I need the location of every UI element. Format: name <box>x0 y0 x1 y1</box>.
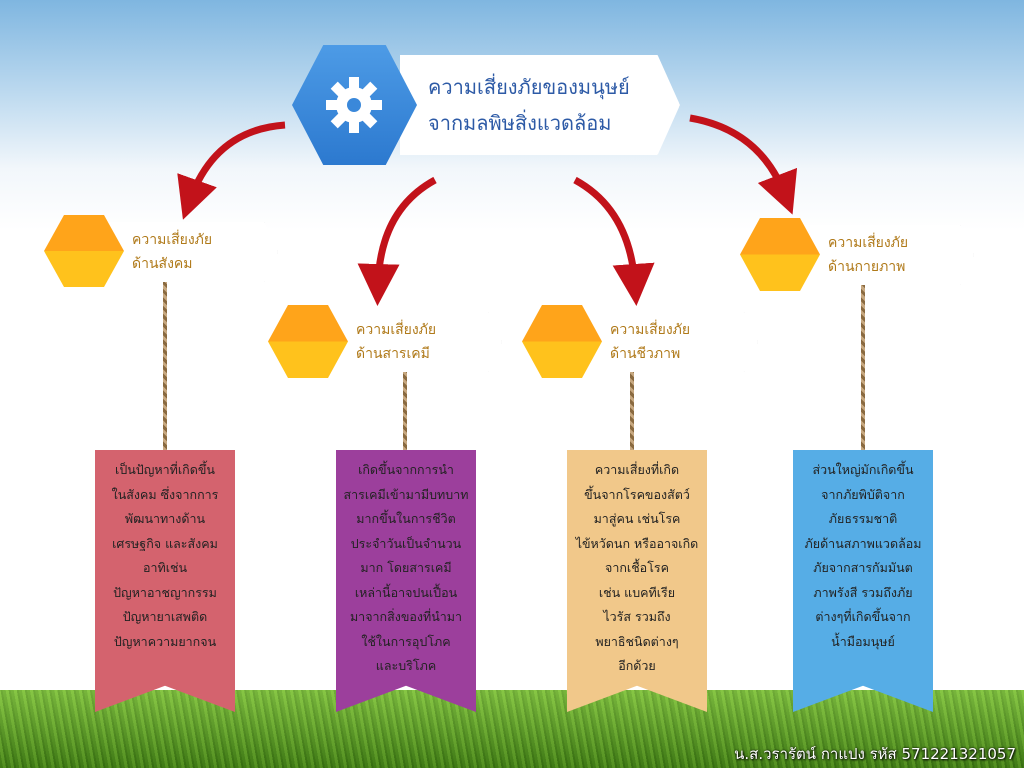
desc-line: พยาธิชนิดต่างๆ <box>595 633 679 649</box>
arrow-chemical <box>357 176 437 306</box>
desc-line: ภัยธรรมชาติ <box>828 511 898 526</box>
label-line1: ความเสี่ยงภัย <box>610 322 691 338</box>
desc-line: มาจากสิ่งของที่นำมา <box>349 609 463 624</box>
desc-line: ปัญหายาเสพติด <box>122 609 208 624</box>
desc-line: ประจำวันเป็นจำนวน <box>350 535 462 551</box>
rope <box>630 372 634 454</box>
description-banner: เกิดขึ้นจากการนำสารเคมีเข้ามามีบทบาทมากข… <box>336 450 476 712</box>
desc-line: มากขึ้นในการชีวิต <box>356 511 456 526</box>
desc-line: ไวรัส รวมถึง <box>603 609 671 624</box>
author-credit: น.ส.วรารัตน์ กาแปง รหัส 571221321057 <box>734 745 1016 763</box>
title-line2: จากมลพิษสิ่งแวดล้อม <box>428 111 612 135</box>
label-line2: ด้านสารเคมี <box>356 346 430 362</box>
desc-line: ปัญหาอาชญากรรม <box>113 584 217 600</box>
desc-line: ภัยด้านสภาพแวดล้อม <box>804 535 922 551</box>
arrow-biological <box>573 176 655 306</box>
rope <box>861 285 865 454</box>
desc-line: ต่างๆที่เกิดขึ้นจาก <box>815 609 911 624</box>
desc-line: มาก โดยสารเคมี <box>360 560 452 575</box>
description-banner: ความเสี่ยงที่เกิดขึ้นจากโรคของสัตว์มาสู่… <box>567 450 707 712</box>
desc-line: เป็นปัญหาที่เกิดขึ้น <box>115 462 215 477</box>
label-line2: ด้านกายภาพ <box>828 259 906 275</box>
desc-line: เศรษฐกิจ และสังคม <box>112 535 218 551</box>
label-line2: ด้านสังคม <box>132 256 193 272</box>
desc-line: อีกด้วย <box>618 658 656 673</box>
rope <box>403 372 407 454</box>
category-label: ความเสี่ยงภัยด้านสังคม <box>104 222 278 282</box>
desc-line: สารเคมีเข้ามามีบทบาท <box>343 486 469 502</box>
desc-line: ปัญหาความยากจน <box>113 633 217 649</box>
label-line2: ด้านชีวภาพ <box>610 346 681 362</box>
label-line1: ความเสี่ยงภัย <box>828 235 909 251</box>
desc-line: จากเชื้อโรค <box>605 560 669 575</box>
desc-line: ในสังคม ซึ่งจากการ <box>111 486 219 502</box>
desc-line: เหล่านี้อาจปนเปื้อน <box>354 584 458 600</box>
desc-line: ใช้ในการอุปโภค <box>361 633 451 649</box>
desc-line: เช่น แบคทีเรีย <box>598 584 676 600</box>
grass-background <box>0 690 1024 768</box>
category-label: ความเสี่ยงภัยด้านสารเคมี <box>328 312 502 372</box>
arrow-social <box>177 121 286 220</box>
desc-line: ภาพรังสี รวมถึงภัย <box>813 584 913 600</box>
description-banner: ส่วนใหญ่มักเกิดขึ้นจากภัยพิบัติจากภัยธรร… <box>793 450 933 712</box>
gear-icon <box>326 77 382 133</box>
desc-line: ไข้หวัดนก หรืออาจเกิด <box>575 535 699 551</box>
desc-line: อาทิเช่น <box>142 560 188 575</box>
desc-line: จากภัยพิบัติจาก <box>821 486 905 502</box>
desc-line: ภัยจากสารกัมมันต <box>813 560 913 575</box>
label-line1: ความเสี่ยงภัย <box>356 322 437 338</box>
desc-line: ส่วนใหญ่มักเกิดขึ้น <box>812 462 914 477</box>
label-line1: ความเสี่ยงภัย <box>132 232 213 248</box>
desc-line: เกิดขึ้นจากการนำ <box>358 462 454 477</box>
desc-line: มาสู่คน เช่นโรค <box>593 511 681 526</box>
category-label: ความเสี่ยงภัยด้านกายภาพ <box>800 225 974 285</box>
rope <box>163 282 167 454</box>
title-hexagon <box>292 45 417 165</box>
desc-line: และบริโภค <box>375 658 437 673</box>
title-line1: ความเสี่ยงภัยของมนุษย์ <box>428 75 630 99</box>
desc-line: พัฒนาทางด้าน <box>124 511 206 526</box>
title-label: ความเสี่ยงภัยของมนุษย์ จากมลพิษสิ่งแวดล้… <box>400 55 680 155</box>
description-banner: เป็นปัญหาที่เกิดขึ้นในสังคม ซึ่งจากการพั… <box>95 450 235 712</box>
arrow-physical <box>689 114 798 215</box>
category-label: ความเสี่ยงภัยด้านชีวภาพ <box>582 312 758 372</box>
desc-line: ความเสี่ยงที่เกิด <box>594 462 680 477</box>
hexagon-icon <box>268 305 348 378</box>
desc-line: ขึ้นจากโรคของสัตว์ <box>584 486 690 502</box>
desc-line: น้ำมือมนุษย์ <box>831 633 895 649</box>
